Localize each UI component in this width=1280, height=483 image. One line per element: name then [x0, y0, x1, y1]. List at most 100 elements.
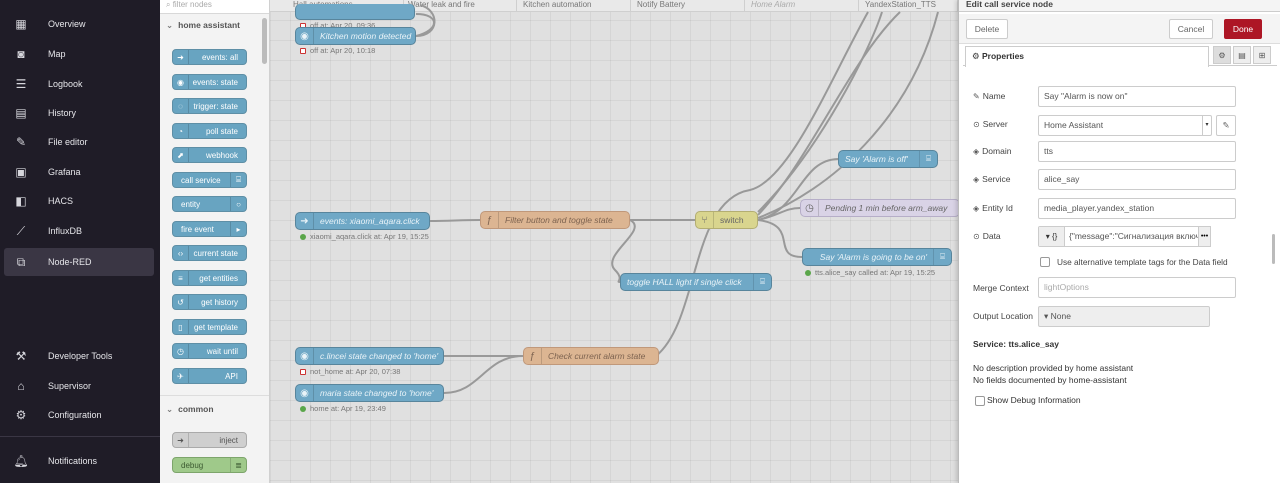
flow-node-label: toggle HALL light if single click: [627, 277, 742, 287]
sitemap-icon: ⧉: [16, 255, 26, 269]
palette-node-events-state[interactable]: ◉events: state: [172, 74, 247, 90]
palette-search-input[interactable]: ⌕ filter nodes: [160, 0, 269, 14]
delete-button[interactable]: Delete: [966, 19, 1008, 39]
wire: [757, 11, 939, 219]
tab-water-leak[interactable]: Water leak and fire: [402, 0, 517, 12]
flow-node-state-top[interactable]: [295, 4, 415, 20]
sidebar-item-grafana[interactable]: ▣ Grafana: [0, 158, 160, 186]
entity-id-field[interactable]: media_player.yandex_station: [1038, 198, 1236, 219]
sidebar-item-history[interactable]: ▤ History: [0, 99, 160, 127]
merge-context-field[interactable]: lightOptions: [1038, 277, 1236, 298]
service-field[interactable]: alice_say: [1038, 169, 1236, 190]
caret-down-icon: ▾: [1044, 311, 1051, 321]
palette-node-get-template[interactable]: ▯get template: [172, 319, 247, 335]
flow-node-filter-button[interactable]: ƒ Filter button and toggle state: [480, 211, 630, 229]
node-status-text: off at: Apr 20, 09:36: [310, 21, 376, 30]
palette-node-debug[interactable]: debug≣: [172, 457, 247, 473]
sidebar-item-influxdb[interactable]: ⟋ InfluxDB: [0, 217, 160, 245]
cancel-button[interactable]: Cancel: [1169, 19, 1213, 39]
palette-category-common[interactable]: ⌄common: [166, 404, 214, 415]
tab-yandexstation-tts[interactable]: YandexStation_TTS: [859, 0, 958, 12]
flow-node-check-alarm[interactable]: ƒ Check current alarm state: [523, 347, 659, 365]
status-indicator-icon: [300, 405, 306, 412]
tab-home-alarm[interactable]: Home Alarm: [745, 0, 859, 12]
palette-scrollbar[interactable]: [262, 18, 267, 64]
logbook-icon: ☰: [15, 77, 27, 91]
palette-node-fire-event[interactable]: fire event▸: [172, 221, 247, 237]
sidebar-item-hacs[interactable]: ◧ HACS: [0, 187, 160, 215]
flow-node-say-alarm-off[interactable]: Say 'Alarm is off' ⌸: [838, 150, 938, 168]
node-status: not_home at: Apr 20, 07:38: [300, 367, 400, 376]
data-field[interactable]: ▾ {} {"message":"Сигнализация включ •••: [1038, 226, 1211, 247]
tab-appearance-icon[interactable]: ⊞: [1253, 46, 1271, 64]
hammer-icon: ⚒: [15, 349, 27, 363]
flow-node-say-alarm-going-on[interactable]: Say 'Alarm is going to be on' ⌸: [802, 248, 952, 266]
tray-scrollbar[interactable]: [1272, 234, 1275, 264]
chevron-down-icon: ⌄: [166, 20, 174, 30]
tab-description-icon[interactable]: ▤: [1233, 46, 1251, 64]
category-label: common: [178, 404, 214, 414]
label-text: Domain: [982, 146, 1012, 156]
name-field[interactable]: Say "Alarm is now on": [1038, 86, 1236, 107]
flow-node-user1-state[interactable]: ◉ c.lincei state changed to 'home': [295, 347, 444, 365]
palette-node-get-entities[interactable]: ≡get entities: [172, 270, 247, 286]
output-location-select[interactable]: ▾ None: [1038, 306, 1210, 327]
flow-node-switch[interactable]: ⑂ switch: [695, 211, 758, 229]
label-text: Entity Id: [982, 203, 1013, 213]
data-type-select[interactable]: ▾ {}: [1039, 227, 1065, 246]
server-select[interactable]: Home Assistant ▾: [1038, 115, 1212, 136]
wire: [415, 13, 435, 37]
more-icon[interactable]: •••: [1198, 226, 1211, 247]
debug-icon: ≣: [230, 458, 246, 472]
done-button[interactable]: Done: [1224, 19, 1262, 39]
palette-node-webhook[interactable]: ⬈webhook: [172, 147, 247, 163]
palette-search-placeholder: filter nodes: [172, 0, 212, 9]
sidebar-item-notifications[interactable]: 🔔︎ Notifications: [0, 447, 160, 475]
flow-node-label: Filter button and toggle state: [505, 215, 613, 225]
palette-node-current-state[interactable]: ‹›current state: [172, 245, 247, 261]
palette-node-get-history[interactable]: ↺get history: [172, 294, 247, 310]
sidebar-item-file-editor[interactable]: ✎ File editor: [0, 128, 160, 156]
flow-node-toggle-hall[interactable]: toggle HALL light if single click ⌸: [620, 273, 772, 291]
palette-node-api[interactable]: ✈API: [172, 368, 247, 384]
sidebar-item-developer-tools[interactable]: ⚒ Developer Tools: [0, 342, 160, 370]
wire: [655, 11, 869, 357]
flow-node-pending-delay[interactable]: ◷ Pending 1 min before arm_away: [800, 199, 958, 217]
palette-node-wait-until[interactable]: ◷wait until: [172, 343, 247, 359]
flow-node-kitchen-motion[interactable]: ◉ Kitchen motion detected: [295, 27, 416, 45]
palette-node-entity[interactable]: entity○: [172, 196, 247, 212]
sidebar-item-node-red[interactable]: ⧉ Node-RED: [4, 248, 154, 276]
palette-node-call-service[interactable]: call service⌸: [172, 172, 247, 188]
node-status-text: not_home at: Apr 20, 07:38: [310, 367, 401, 376]
sidebar-item-configuration[interactable]: ⚙ Configuration: [0, 401, 160, 429]
palette-node-inject[interactable]: ➜inject: [172, 432, 247, 448]
tab-notify-battery[interactable]: Notify Battery: [631, 0, 745, 12]
edit-server-button[interactable]: ✎: [1216, 115, 1236, 136]
flow-node-user2-state[interactable]: ◉ maria state changed to 'home': [295, 384, 444, 402]
flow-node-events-aqara[interactable]: ➜ events: xiaomi_aqara.click: [295, 212, 430, 230]
pencil-icon: ✎: [1222, 120, 1230, 130]
domain-field[interactable]: tts: [1038, 141, 1236, 162]
router-icon: ⌸: [230, 173, 246, 187]
palette-node-trigger-state[interactable]: ◌trigger: state: [172, 98, 247, 114]
router-icon: ⌸: [753, 274, 771, 290]
sidebar-item-supervisor[interactable]: ⌂ Supervisor: [0, 372, 160, 400]
palette-node-poll-state[interactable]: ◔poll state: [172, 123, 247, 139]
tab-kitchen-automation[interactable]: Kitchen automation: [517, 0, 631, 12]
debug-checkbox[interactable]: [975, 396, 985, 406]
tray-toolbar: Delete Cancel Done: [959, 14, 1280, 44]
sidebar-item-map[interactable]: ◙ Map: [0, 40, 160, 68]
flow-workspace[interactable]: Hall automations Water leak and fire Kit…: [270, 0, 958, 483]
tab-properties[interactable]: ⚙ Properties: [965, 46, 1209, 67]
timer-icon: ◔: [173, 124, 189, 138]
sidebar-item-overview[interactable]: ▦ Overview: [0, 10, 160, 38]
wire: [757, 158, 839, 221]
alt-template-checkbox[interactable]: [1040, 257, 1050, 267]
tab-settings-icon[interactable]: ⚙: [1213, 46, 1231, 64]
palette-category-home-assistant[interactable]: ⌄home assistant: [166, 20, 240, 31]
wire: [415, 4, 436, 37]
sidebar-item-logbook[interactable]: ☰ Logbook: [0, 70, 160, 98]
wire: [757, 207, 801, 221]
palette-node-events-all[interactable]: ➜events: all: [172, 49, 247, 65]
domain-label: ◈Domain: [973, 146, 1011, 156]
